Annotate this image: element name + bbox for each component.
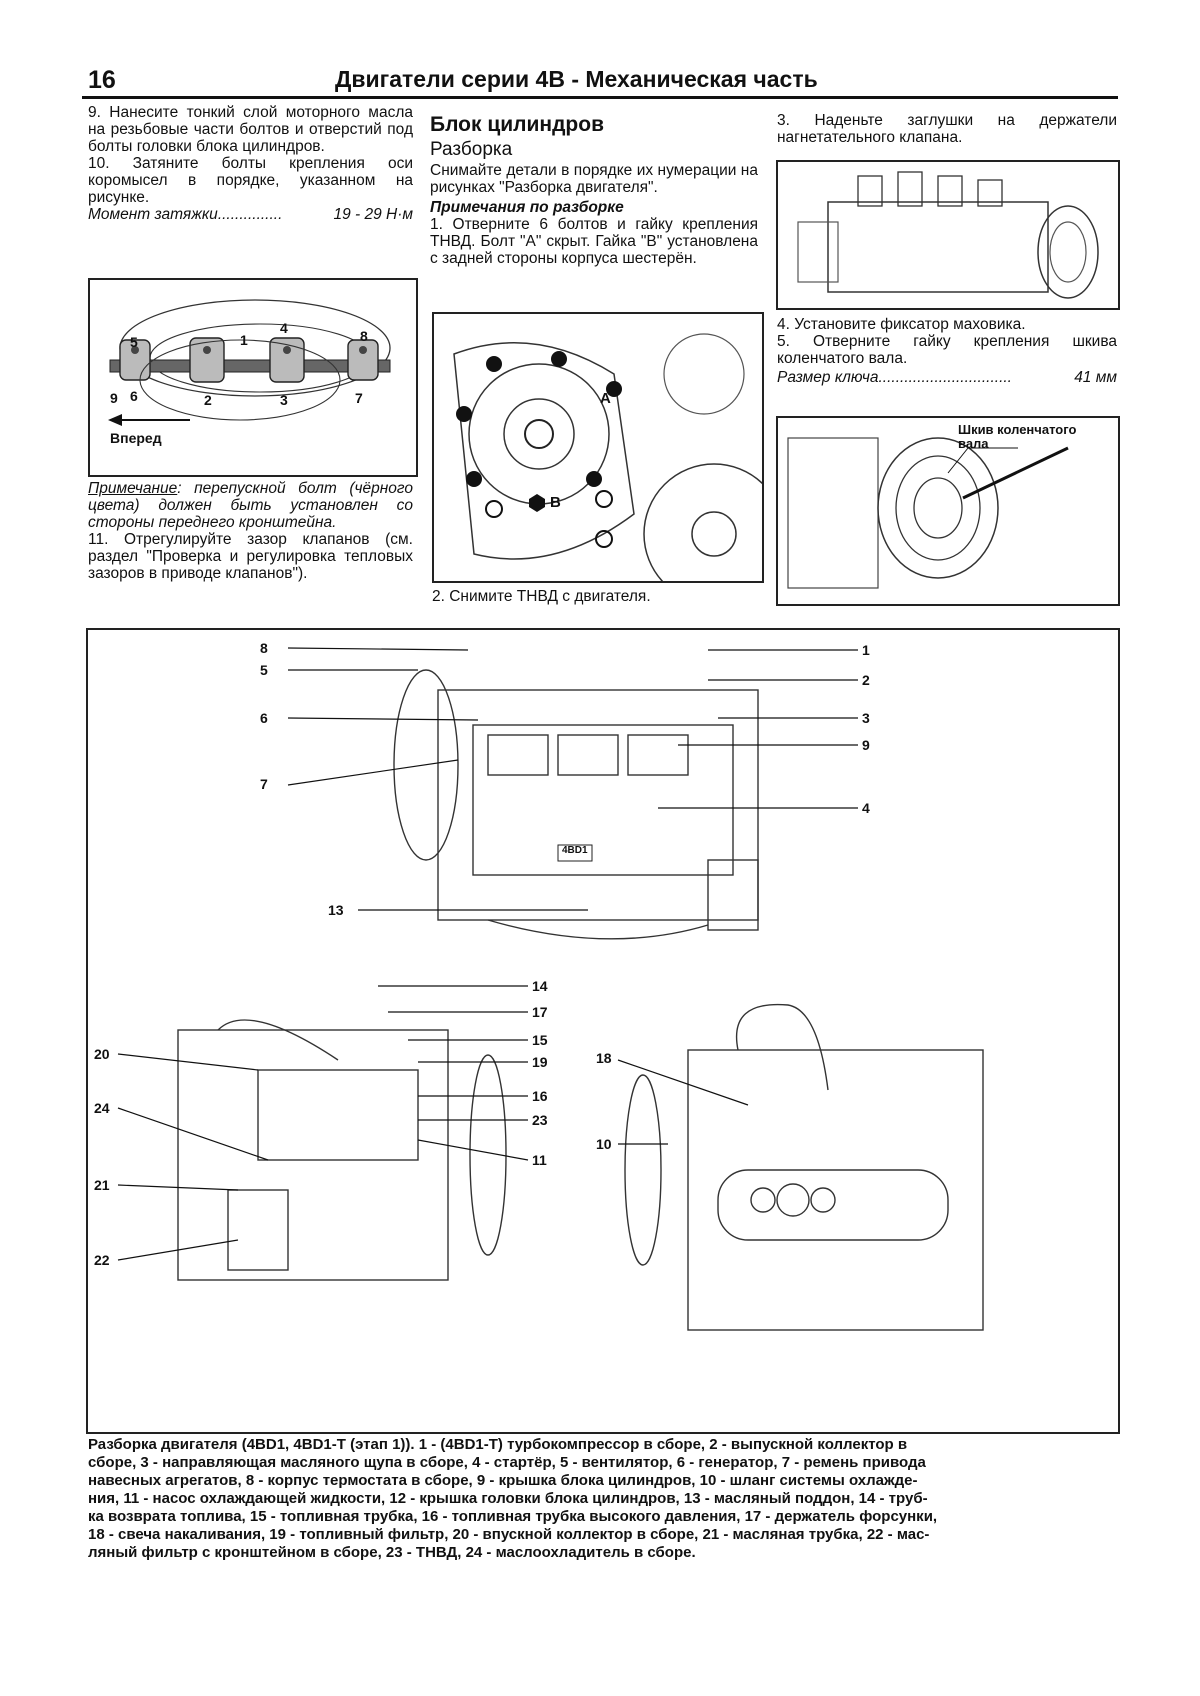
delivery-valve-figure xyxy=(776,160,1120,310)
key-label: Размер ключа xyxy=(777,369,879,386)
callout-9: 9 xyxy=(862,737,870,753)
intro-text: Снимайте детали в порядке их нумерации н… xyxy=(430,162,758,196)
callout-22: 22 xyxy=(94,1252,110,1268)
caption-line-5: ка возврата топлива, 15 - топливная труб… xyxy=(88,1508,938,1525)
key-dots: ............................... xyxy=(878,369,1012,386)
callout-24: 24 xyxy=(94,1100,110,1116)
figure-label-4: 4 xyxy=(280,320,288,336)
label-a: A xyxy=(600,390,611,407)
page-title: Двигатели серии 4В - Механическая часть xyxy=(335,66,818,92)
caption-line-3: навесных агрегатов, 8 - корпус термостат… xyxy=(88,1472,918,1489)
callout-3: 3 xyxy=(862,710,870,726)
callout-5: 5 xyxy=(260,662,268,678)
page-number: 16 xyxy=(88,66,116,94)
label-b: B xyxy=(550,494,561,511)
figure-label-6: 6 xyxy=(130,388,138,404)
key-value: 41 мм xyxy=(1074,369,1117,386)
pulley-label-line-2: вала xyxy=(958,436,989,451)
gear-case-drawing xyxy=(453,333,762,581)
pump-drawing xyxy=(797,171,1099,299)
notes-title: Примечания по разборке xyxy=(430,199,624,216)
step-9-text: 9. Нанесите тонкий слой моторного масла … xyxy=(88,104,413,155)
section-title: Блок цилиндров xyxy=(430,113,604,136)
figure-label-7: 7 xyxy=(355,390,363,406)
figure-label-9: 9 xyxy=(110,390,118,406)
step-2-text: 2. Снимите ТНВД с двигателя. xyxy=(432,588,651,605)
engine-model-tag: 4BD1 xyxy=(562,845,588,856)
rocker-shaft-drawing xyxy=(108,299,391,426)
note-block: Примечание: перепускной болт (чёрного цв… xyxy=(88,480,413,531)
figure-label-2: 2 xyxy=(204,392,212,408)
pulley-drawing xyxy=(787,437,1069,589)
caption-line-7: ляный фильтр с кронштейном в сборе, 23 -… xyxy=(88,1544,696,1561)
note-text: : перепускной болт (чёрного цвета) долже… xyxy=(88,480,413,531)
callout-4: 4 xyxy=(862,800,870,816)
engine-drawing xyxy=(117,647,984,1331)
callout-16: 16 xyxy=(532,1088,548,1104)
right-column-steps: 4. Установите фиксатор маховика. 5. Отве… xyxy=(777,316,1117,386)
crankshaft-pulley-figure: Шкив коленчатого вала xyxy=(776,416,1120,606)
callout-6: 6 xyxy=(260,710,268,726)
caption-line-1: Разборка двигателя (4BD1, 4BD1-T (этап 1… xyxy=(88,1436,908,1453)
step-5-text: 5. Отверните гайку крепления шкива колен… xyxy=(777,333,1117,367)
figure-label-8: 8 xyxy=(360,328,368,344)
callout-10: 10 xyxy=(596,1136,612,1152)
callout-11: 11 xyxy=(532,1152,547,1168)
callout-19: 19 xyxy=(532,1054,548,1070)
torque-dots: ............... xyxy=(217,206,283,223)
header-rule xyxy=(82,96,1118,99)
figure-label-5: 5 xyxy=(130,334,138,350)
rocker-shaft-figure: 5 1 4 8 9 6 2 3 7 Вперед xyxy=(88,278,418,477)
figure-label-1: 1 xyxy=(240,332,248,348)
left-column-notes: Примечание: перепускной болт (чёрного цв… xyxy=(88,480,413,582)
callout-12: 12 xyxy=(252,630,268,632)
callout-23: 23 xyxy=(532,1112,548,1128)
callout-13: 13 xyxy=(328,902,344,918)
callout-2: 2 xyxy=(862,672,870,688)
injection-pump-figure: A B xyxy=(432,312,764,583)
pulley-label-line-1: Шкив коленчатого xyxy=(958,422,1077,437)
callout-1: 1 xyxy=(862,642,870,658)
figure-label-3: 3 xyxy=(280,392,288,408)
step-1-text: 1. Отверните 6 болтов и гайку крепления … xyxy=(430,216,758,267)
torque-value: 19 - 29 Н·м xyxy=(333,206,413,223)
engine-disassembly-figure: 12 8 5 6 7 1 2 3 9 4 13 4BD1 20 24 21 22… xyxy=(86,628,1120,1434)
caption-line-2: сборе, 3 - направляющая масляного щупа в… xyxy=(88,1454,926,1471)
key-size-spec: Размер ключа ...........................… xyxy=(777,369,1117,386)
callout-15: 15 xyxy=(532,1032,548,1048)
caption-line-6: 18 - свеча накаливания, 19 - топливный ф… xyxy=(88,1526,930,1543)
callout-14: 14 xyxy=(532,978,548,994)
forward-label: Вперед xyxy=(110,430,162,446)
step-4-text: 4. Установите фиксатор маховика. xyxy=(777,316,1026,333)
middle-column: Блок цилиндров Разборка Снимайте детали … xyxy=(430,112,758,267)
step-3-text: 3. Наденьте заглушки на держатели нагнет… xyxy=(777,112,1117,146)
callout-17: 17 xyxy=(532,1004,548,1020)
note-label: Примечание xyxy=(88,480,178,497)
callout-20: 20 xyxy=(94,1046,110,1062)
callout-18: 18 xyxy=(596,1050,612,1066)
step-10-text: 10. Затяните болты крепления оси коромыс… xyxy=(88,155,413,206)
torque-spec: Момент затяжки ............... 19 - 29 Н… xyxy=(88,206,413,223)
left-column: 9. Нанесите тонкий слой моторного масла … xyxy=(88,104,413,223)
figure-caption: Разборка двигателя (4BD1, 4BD1-T (этап 1… xyxy=(88,1436,1118,1562)
caption-line-4: ния, 11 - насос охлаждающей жидкости, 12… xyxy=(88,1490,928,1507)
subsection-title: Разборка xyxy=(430,139,513,160)
step-11-text: 11. Отрегулируйте зазор клапанов (см. ра… xyxy=(88,531,413,582)
callout-8: 8 xyxy=(260,640,268,656)
callout-21: 21 xyxy=(94,1177,110,1193)
callout-7: 7 xyxy=(260,776,268,792)
torque-label: Момент затяжки xyxy=(88,206,218,223)
